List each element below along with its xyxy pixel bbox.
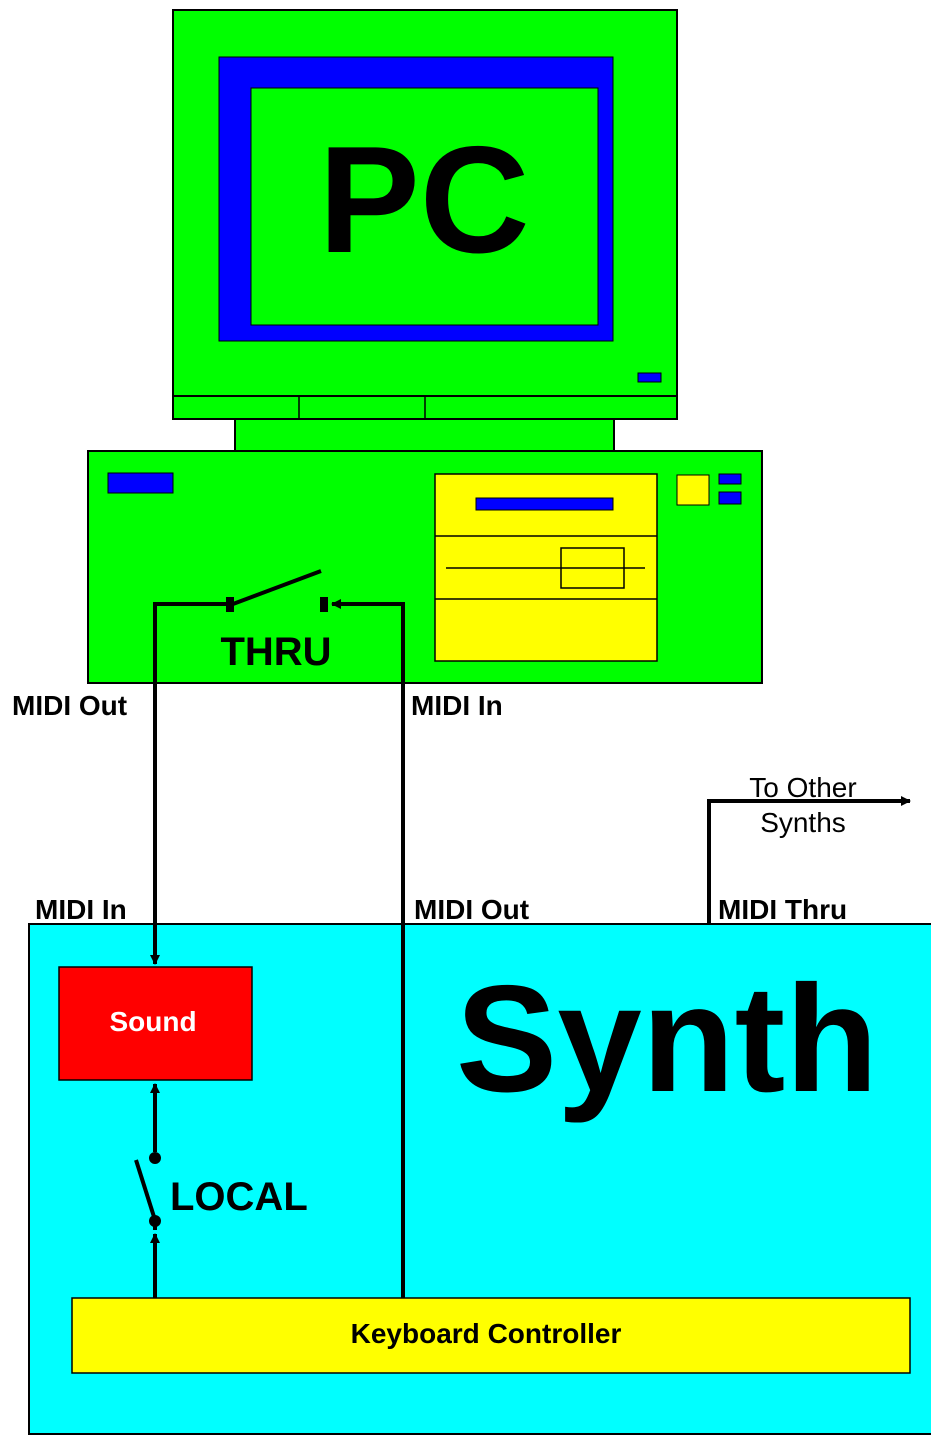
sound-module bbox=[58, 966, 253, 1081]
case-badge bbox=[107, 472, 174, 494]
local-switch: LOCAL bbox=[134, 1083, 308, 1298]
synth-midi-in-label: MIDI In bbox=[35, 894, 127, 925]
synth-midi-out-label: MIDI Out bbox=[414, 894, 529, 925]
thru-switch-label: THRU bbox=[220, 630, 331, 674]
thru-contact-left bbox=[226, 597, 234, 612]
port-labels: MIDI Out MIDI In MIDI In MIDI Out MIDI T… bbox=[12, 690, 857, 925]
pc-midi-in-label: MIDI In bbox=[411, 690, 503, 721]
keyboard-label: Keyboard Controller bbox=[351, 1318, 622, 1349]
local-contact-top bbox=[149, 1152, 161, 1164]
thru-contact-right bbox=[320, 597, 328, 612]
power-led bbox=[637, 372, 662, 383]
synth-midi-thru-label: MIDI Thru bbox=[718, 894, 847, 925]
floppy-slot bbox=[475, 497, 614, 511]
case-button-yellow bbox=[676, 474, 710, 506]
cable-pc-out-to-synth-in bbox=[150, 602, 228, 965]
synth: Synth Sound Keyboard Controller LOCAL bbox=[28, 923, 931, 1435]
thru-switch: THRU bbox=[220, 569, 332, 674]
local-switch-label: LOCAL bbox=[170, 1175, 308, 1219]
thru-destination-line1: To Other bbox=[749, 772, 856, 803]
keyboard-controller bbox=[71, 1297, 911, 1374]
case-indicator-top bbox=[718, 473, 742, 485]
monitor-stand bbox=[234, 418, 615, 452]
pc-case-body bbox=[87, 450, 763, 684]
cable-synth-out-to-pc-in bbox=[331, 599, 405, 1298]
case-indicator-bottom bbox=[718, 491, 742, 505]
pc-monitor: PC bbox=[172, 9, 678, 452]
drive-latch bbox=[560, 547, 625, 589]
cable-midi-thru bbox=[707, 796, 911, 924]
thru-destination-line2: Synths bbox=[760, 807, 846, 838]
synth-title: Synth bbox=[456, 954, 878, 1124]
pc-midi-out-label: MIDI Out bbox=[12, 690, 127, 721]
monitor-screen bbox=[250, 87, 599, 326]
pc-case: THRU bbox=[87, 450, 763, 684]
monitor-label: PC bbox=[318, 115, 529, 285]
local-switch-lever bbox=[134, 1159, 157, 1221]
sound-label: Sound bbox=[109, 1006, 196, 1037]
thru-switch-lever bbox=[232, 569, 322, 606]
midi-cables bbox=[150, 599, 911, 1298]
local-contact-bottom bbox=[149, 1215, 161, 1227]
